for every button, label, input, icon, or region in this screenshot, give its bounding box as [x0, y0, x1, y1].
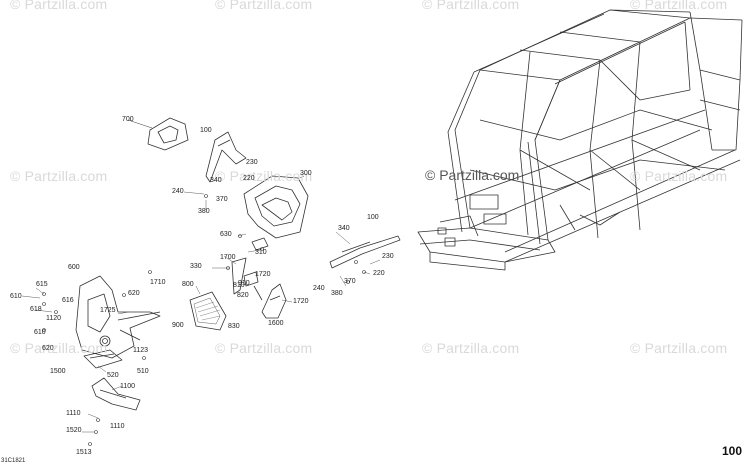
- callout-1720: 1720: [293, 298, 309, 305]
- watermark: © Partzilla.com: [10, 0, 108, 12]
- callout-220: 220: [243, 175, 255, 182]
- watermark: © Partzilla.com: [630, 168, 728, 184]
- callout-240: 240: [172, 188, 184, 195]
- part-800-grille: [189, 291, 227, 331]
- leader-lines: [21, 191, 381, 433]
- callout-1710: 1710: [150, 279, 166, 286]
- watermark: © Partzilla.com: [422, 0, 520, 12]
- callout-820: 820: [237, 292, 249, 299]
- roll-cage-frame: [417, 9, 743, 271]
- watermark: © Partzilla.com: [215, 0, 313, 12]
- callout-230: 230: [382, 253, 394, 260]
- watermark: © Partzilla.com: [10, 340, 108, 356]
- callout-1123: 1123: [133, 347, 149, 354]
- callout-810: 810: [233, 282, 245, 289]
- callout-618: 618: [30, 306, 42, 313]
- watermark: © Partzilla.com: [630, 0, 728, 12]
- callout-100: 100: [200, 127, 212, 134]
- callout-330: 330: [190, 263, 202, 270]
- part-300-dash-bezel: [243, 175, 309, 239]
- callout-1100: 1100: [120, 383, 136, 390]
- callout-1110: 1110: [66, 410, 81, 417]
- callout-310: 310: [255, 249, 267, 256]
- callout-610: 610: [10, 293, 22, 300]
- callout-510: 510: [137, 368, 149, 375]
- part-1500-skid: [83, 349, 123, 369]
- callout-610: 610: [34, 329, 46, 336]
- callout-300: 300: [300, 170, 312, 177]
- callout-240: 240: [313, 285, 325, 292]
- callout-100: 100: [367, 214, 379, 221]
- part-1100-bumper: [91, 377, 141, 411]
- watermark-center: © Partzilla.com: [425, 167, 520, 183]
- callout-380: 380: [198, 208, 210, 215]
- callout-1120: 1120: [46, 315, 62, 322]
- callout-630: 630: [220, 231, 232, 238]
- callout-830: 830: [228, 323, 240, 330]
- callout-910: 910: [238, 280, 250, 287]
- watermark: © Partzilla.com: [10, 168, 108, 184]
- watermark: © Partzilla.com: [215, 340, 313, 356]
- page-number: 100: [721, 444, 742, 458]
- callout-600: 600: [68, 264, 80, 271]
- diagram-code: 31C1821: [1, 458, 26, 464]
- watermark: © Partzilla.com: [215, 168, 313, 184]
- callout-520: 520: [107, 372, 119, 379]
- callout-800: 800: [182, 281, 194, 288]
- part-1600-panel: [261, 283, 287, 319]
- callout-1500: 1500: [50, 368, 66, 375]
- callout-1725: 1725: [100, 307, 116, 314]
- part-700-cover: [127, 117, 189, 151]
- callout-230: 230: [246, 159, 258, 166]
- callout-220: 220: [373, 270, 385, 277]
- callout-615: 615: [36, 281, 48, 288]
- callout-1520: 1520: [66, 427, 82, 434]
- callout-380: 380: [331, 290, 343, 297]
- watermark: © Partzilla.com: [630, 340, 728, 356]
- part-100-deflector: [205, 131, 247, 183]
- fasteners: [42, 194, 366, 446]
- watermark: © Partzilla.com: [422, 340, 520, 356]
- callout-1700: 1700: [220, 254, 236, 261]
- callout-1600: 1600: [268, 320, 284, 327]
- callout-620: 620: [128, 290, 140, 297]
- part-600-front-fascia: [75, 275, 161, 359]
- callout-340: 340: [338, 225, 350, 232]
- callout-620: 620: [42, 345, 54, 352]
- callout-1513: 1513: [76, 449, 92, 456]
- callout-900: 900: [172, 322, 184, 329]
- callout-1720: 1720: [255, 271, 271, 278]
- part-310-bracket: [231, 237, 269, 301]
- callout-616: 616: [62, 297, 74, 304]
- callout-370: 370: [344, 278, 356, 285]
- callout-700: 700: [122, 116, 134, 123]
- part-100-side-trim: [329, 235, 401, 269]
- callout-340: 340: [210, 177, 222, 184]
- callout-1110: 1110: [110, 423, 125, 430]
- callout-370: 370: [216, 196, 228, 203]
